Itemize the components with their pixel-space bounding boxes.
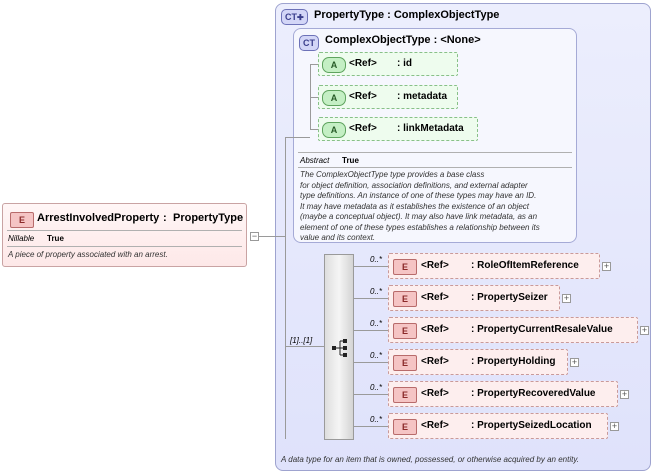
expand-toggle[interactable]: + [620, 389, 629, 399]
element-occurrence: 0..* [370, 415, 383, 424]
attribute-name: : id [397, 58, 412, 69]
element-ref: <Ref> [421, 260, 449, 271]
element-occurrence: 0..* [370, 319, 383, 328]
root-type-separator: : [163, 212, 167, 224]
expand-toggle[interactable]: + [602, 261, 611, 271]
connector-line [354, 426, 388, 427]
plus-icon: ✚ [297, 13, 304, 22]
element-badge: E [393, 419, 417, 435]
attribute-ref: <Ref> [349, 91, 377, 102]
divider [298, 152, 572, 153]
root-element-name: ArrestInvolvedProperty [37, 212, 160, 224]
description-line: It may have metadata as it establishes t… [300, 201, 530, 211]
root-element-type: PropertyType [173, 212, 244, 224]
element-name: : PropertySeizer [471, 292, 548, 303]
attribute-badge: A [322, 122, 346, 138]
sequence-icon [332, 339, 347, 357]
element-ref-box[interactable]: E <Ref> : PropertySeizer [388, 285, 560, 311]
connector-line [285, 137, 286, 439]
element-name: : PropertyRecoveredValue [471, 388, 596, 399]
expand-toggle[interactable]: + [562, 293, 571, 303]
connector-line [354, 362, 388, 363]
element-name: : PropertyHolding [471, 356, 556, 367]
element-badge: E [393, 259, 417, 275]
base-type-description: The ComplexObjectType type provides a ba… [300, 170, 574, 244]
element-occurrence: 0..* [370, 255, 383, 264]
connector-line [310, 97, 318, 98]
root-element-box[interactable]: E ArrestInvolvedProperty : PropertyType … [2, 203, 247, 267]
attribute-badge: A [322, 90, 346, 106]
attribute-ref: <Ref> [349, 123, 377, 134]
attribute-ref: <Ref> [349, 58, 377, 69]
element-ref-box[interactable]: E <Ref> : RoleOfItemReference [388, 253, 600, 279]
element-ref: <Ref> [421, 356, 449, 367]
attribute-link-metadata[interactable]: A <Ref> : linkMetadata [318, 117, 478, 141]
element-occurrence: 0..* [370, 287, 383, 296]
connector-line [310, 64, 318, 65]
element-ref: <Ref> [421, 420, 449, 431]
sequence-occurrence: [1]..[1] [290, 336, 313, 345]
expand-toggle[interactable]: + [570, 357, 579, 367]
element-name: : PropertyCurrentResaleValue [471, 324, 613, 335]
base-type-title: ComplexObjectType : <None> [325, 34, 481, 46]
connector-line [259, 236, 275, 237]
description-line: for object definition, association defin… [300, 180, 528, 190]
attribute-name: : linkMetadata [397, 123, 464, 134]
description-line: element of one of these types establishe… [300, 222, 540, 232]
element-occurrence: 0..* [370, 383, 383, 392]
element-ref-box[interactable]: E <Ref> : PropertyHolding [388, 349, 568, 375]
expand-toggle[interactable]: + [610, 421, 619, 431]
divider [7, 246, 242, 247]
attribute-metadata[interactable]: A <Ref> : metadata [318, 85, 458, 109]
element-badge: E [393, 355, 417, 371]
element-badge: E [393, 291, 417, 307]
element-name: : PropertySeizedLocation [471, 420, 592, 431]
element-occurrence: 0..* [370, 351, 383, 360]
abstract-label: Abstract [300, 156, 330, 165]
element-badge: E [10, 212, 34, 228]
divider [298, 167, 572, 168]
complex-type-badge: CT [299, 35, 319, 51]
sequence-compositor[interactable] [324, 254, 354, 440]
divider [7, 230, 242, 231]
element-ref: <Ref> [421, 388, 449, 399]
connector-line [354, 298, 388, 299]
element-name: : RoleOfItemReference [471, 260, 579, 271]
element-ref-box[interactable]: E <Ref> : PropertyRecoveredValue [388, 381, 618, 407]
connector-line [275, 236, 286, 237]
element-badge: E [393, 323, 417, 339]
description-line: (maybe a conceptual object). It may also… [300, 212, 538, 221]
abstract-value: True [342, 156, 359, 165]
collapse-toggle[interactable]: − [250, 231, 259, 241]
nillable-label: Nillable [8, 234, 35, 243]
connector-line [310, 129, 318, 130]
element-badge: E [393, 387, 417, 403]
connector-line [285, 137, 310, 138]
expand-toggle[interactable]: + [640, 325, 649, 335]
attribute-id[interactable]: A <Ref> : id [318, 52, 458, 76]
connector-line [354, 394, 388, 395]
description-line: type definitions. An instance of one of … [300, 191, 537, 200]
root-description: A piece of property associated with an a… [8, 250, 168, 259]
complex-type-title: PropertyType : ComplexObjectType [314, 9, 500, 21]
element-ref-box[interactable]: E <Ref> : PropertySeizedLocation [388, 413, 608, 439]
nillable-value: True [47, 234, 64, 243]
description-line: The ComplexObjectType type provides a ba… [300, 170, 485, 179]
attribute-badge: A [322, 57, 346, 73]
complex-type-description: A data type for an item that is owned, p… [281, 455, 579, 464]
connector-line [354, 330, 388, 331]
connector-line [285, 346, 324, 347]
connector-line [354, 266, 388, 267]
description-line: value and its context. [300, 233, 376, 242]
attribute-name: : metadata [397, 91, 448, 102]
element-ref-box[interactable]: E <Ref> : PropertyCurrentResaleValue [388, 317, 638, 343]
complex-type-badge: CT✚ [281, 9, 308, 25]
element-ref: <Ref> [421, 324, 449, 335]
element-ref: <Ref> [421, 292, 449, 303]
